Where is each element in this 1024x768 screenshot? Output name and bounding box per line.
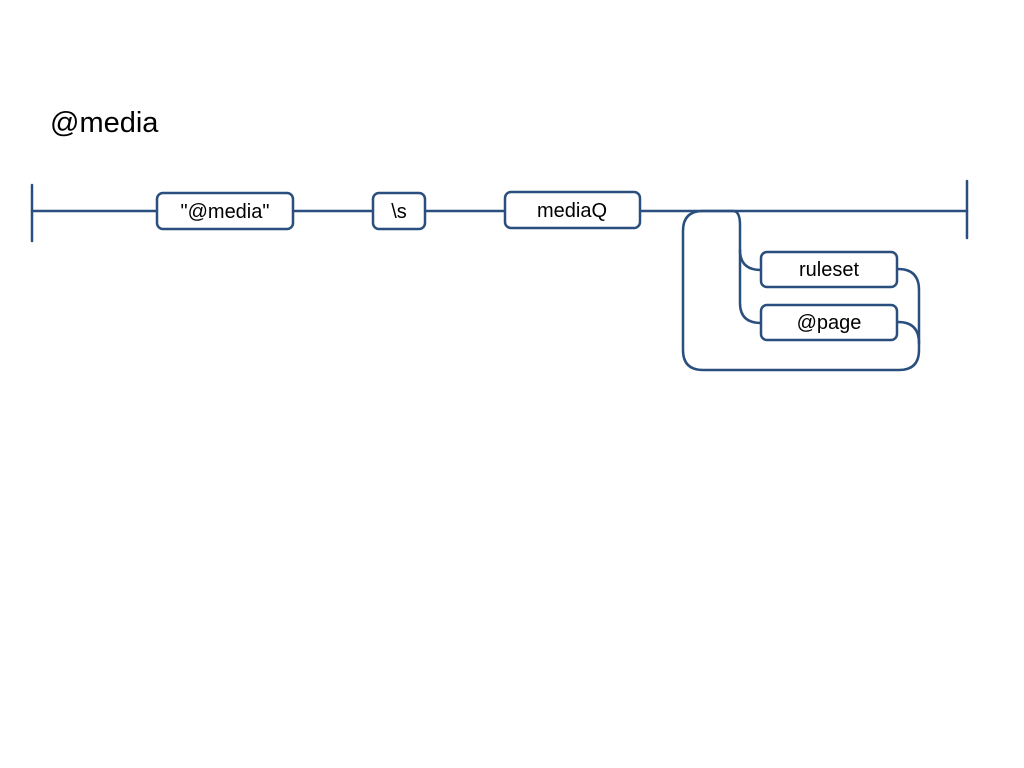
repeat-loop-path bbox=[681, 209, 921, 372]
node-label: mediaQ bbox=[537, 200, 607, 222]
node-page[interactable]: @page bbox=[759, 303, 899, 342]
branch-path bbox=[738, 248, 763, 325]
repeat-loop-path bbox=[731, 209, 763, 272]
diagram-title: @media bbox=[50, 107, 159, 139]
branch-path bbox=[896, 320, 921, 345]
node-label: @page bbox=[797, 312, 862, 334]
node-label: ruleset bbox=[799, 259, 859, 281]
node-whitespace[interactable]: \s bbox=[371, 191, 427, 231]
node-label: \s bbox=[391, 201, 407, 223]
node-label: "@media" bbox=[181, 201, 270, 223]
rail-lines bbox=[30, 179, 969, 372]
node-ruleset[interactable]: ruleset bbox=[759, 250, 899, 289]
node-literal-media[interactable]: "@media" bbox=[155, 191, 295, 231]
node-media-query[interactable]: mediaQ bbox=[503, 190, 642, 230]
